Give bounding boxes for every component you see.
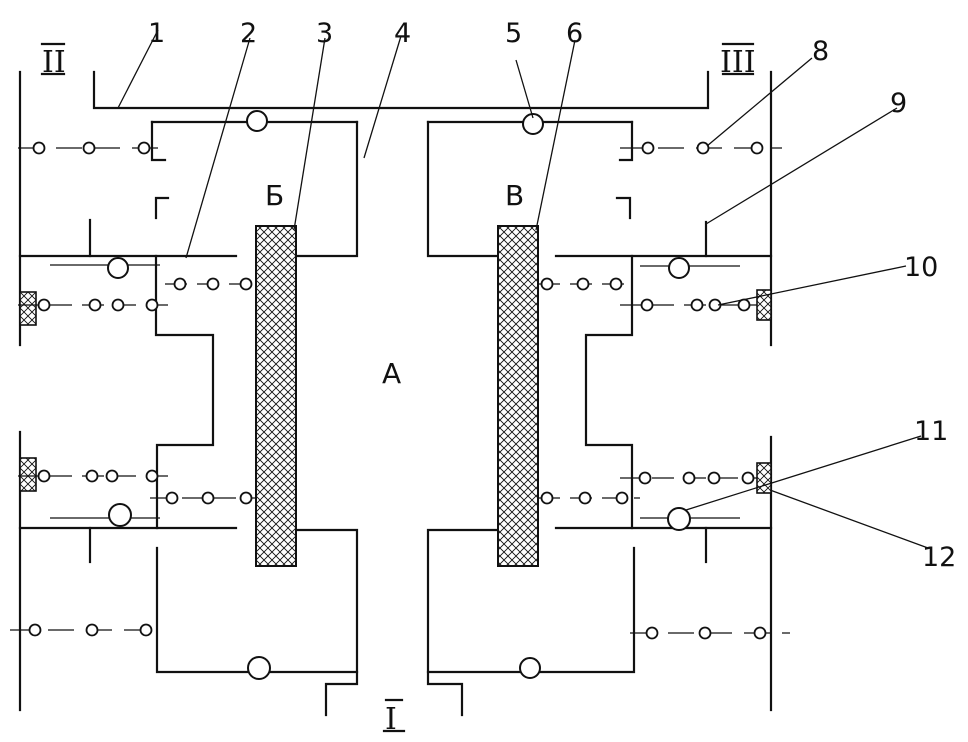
callout-10: 10	[904, 252, 938, 283]
callout-5: 5	[505, 18, 522, 49]
callout-2: 2	[240, 18, 257, 49]
section-I: I	[382, 698, 406, 737]
section-II: II	[40, 42, 66, 80]
zone-label-a: А	[382, 357, 401, 390]
leader-lines	[117, 29, 929, 549]
callout-11: 11	[914, 416, 948, 447]
callout-8: 8	[812, 36, 829, 67]
hatched-bar-left	[255, 225, 297, 567]
left-frame	[18, 70, 238, 712]
zone-label-v: В	[505, 179, 524, 212]
callout-12: 12	[922, 542, 956, 573]
zone-label-b: Б	[265, 179, 284, 212]
right-frame	[554, 70, 773, 712]
central-column	[150, 120, 636, 717]
spring-circles	[28, 141, 767, 640]
section-label-ii: II	[42, 45, 66, 80]
callout-labels: 1 2 3 4 5 6 8 9 10 11 12	[148, 18, 956, 573]
callout-6: 6	[566, 18, 583, 49]
callout-4: 4	[394, 18, 411, 49]
callout-1: 1	[148, 18, 165, 49]
callout-9: 9	[890, 88, 907, 119]
section-III: III	[720, 42, 756, 80]
top-plate	[92, 70, 710, 124]
hatched-bar-right	[497, 225, 539, 567]
rollers	[107, 110, 691, 680]
section-label-i: I	[385, 702, 397, 737]
dash-rows	[10, 147, 790, 634]
callout-3: 3	[316, 18, 333, 49]
pads	[19, 289, 772, 494]
